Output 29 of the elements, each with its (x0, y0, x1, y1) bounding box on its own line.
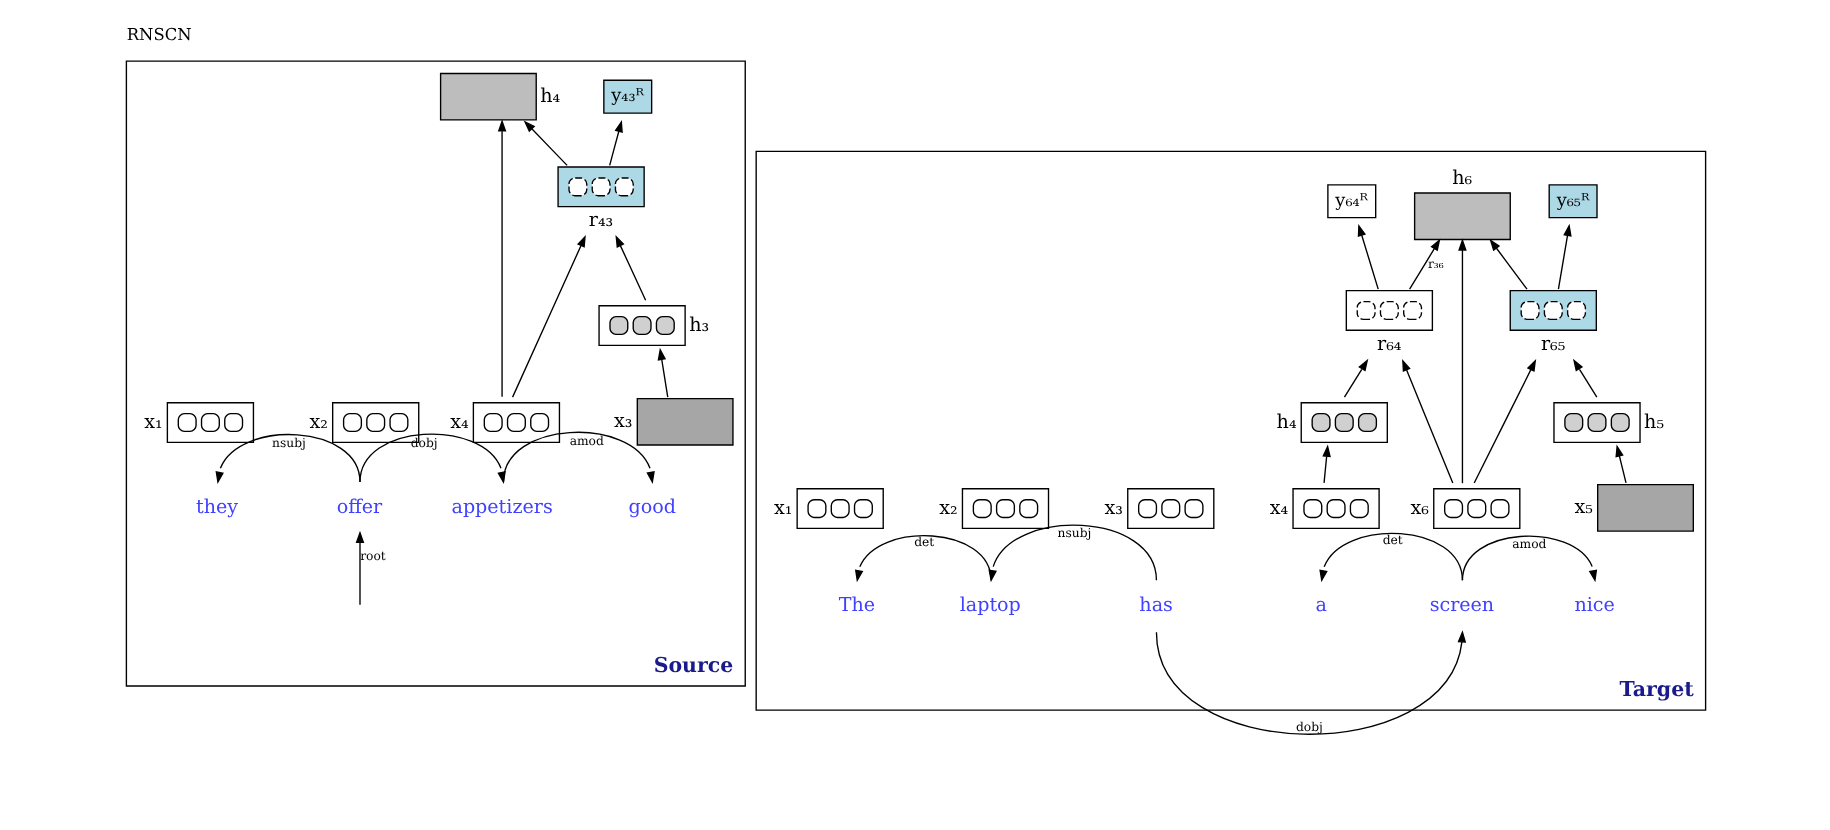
node-label: x₂ (308, 411, 327, 434)
node-label: h₄ (539, 85, 560, 108)
node-text: screen (1428, 595, 1494, 618)
node-label: x₃ (613, 410, 632, 433)
node-label: r₄₃ (587, 210, 613, 233)
node-label: x₆ (1409, 497, 1428, 520)
node-text: The (837, 595, 875, 618)
node-label: x₃ (1103, 497, 1122, 520)
node-label: r₆₅ (1539, 333, 1565, 356)
node-label: r₆₄ (1376, 333, 1401, 356)
node-label: x₂ (938, 497, 957, 520)
diagram-title: RNSCN (125, 24, 191, 45)
node-text: offer (335, 496, 382, 519)
node-text: they (195, 496, 238, 519)
node-text: good (627, 496, 675, 519)
node-text: nice (1573, 595, 1614, 618)
node-label: h₄ (1275, 411, 1296, 434)
node-label: h₃ (688, 314, 709, 337)
node-text: laptop (958, 595, 1020, 618)
node-label: x₄ (449, 411, 468, 434)
node-label: x₁ (143, 411, 162, 434)
node-text: a (1314, 595, 1326, 618)
node-label: x₁ (772, 497, 792, 520)
node-label: x₅ (1573, 496, 1592, 519)
node-label: x₄ (1268, 497, 1288, 520)
node-label: h₆ (1451, 167, 1472, 190)
node-text: has (1138, 595, 1172, 618)
node-text: appetizers (450, 496, 552, 519)
node-label: h₅ (1643, 411, 1664, 434)
